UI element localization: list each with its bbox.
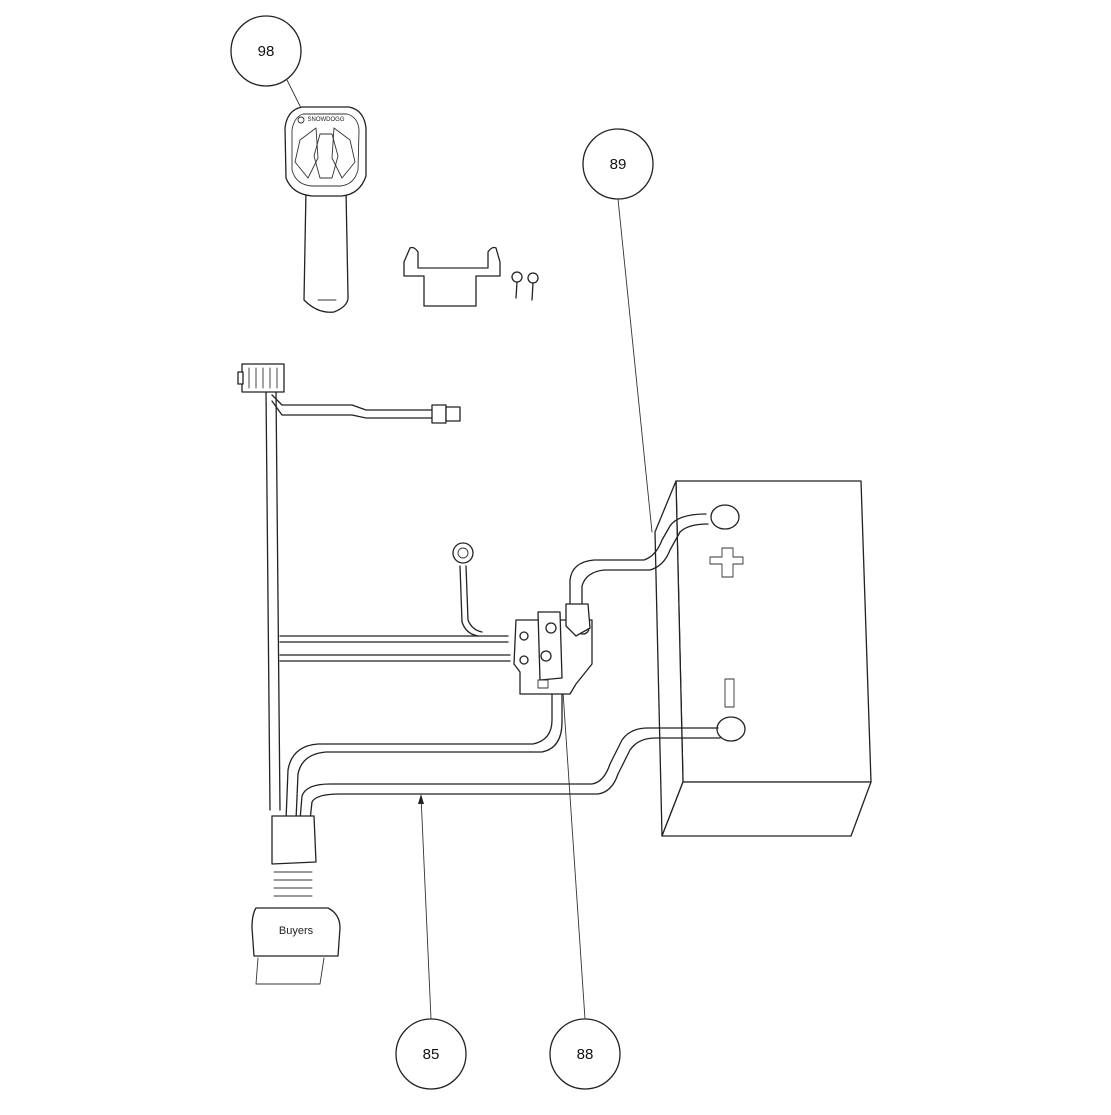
ring-hole (457, 547, 469, 559)
ground-lead-b (465, 565, 483, 633)
harness-cables (265, 389, 721, 821)
handheld-controller: SNOWDOGG (284, 106, 367, 313)
harness-wire-left (265, 389, 271, 811)
controller-brand: SNOWDOGG (308, 117, 345, 123)
harness-connector (237, 363, 285, 393)
callout-98-label: 98 (258, 43, 275, 60)
positive-symbol (709, 547, 744, 578)
solenoid-post-5 (540, 650, 552, 662)
solenoid-post-3 (519, 631, 529, 641)
battery-top (675, 480, 872, 783)
positive-cable-b (581, 523, 709, 621)
callout-89-label: 89 (610, 156, 627, 173)
harness-wire-right (275, 389, 281, 811)
callout-85-label: 85 (423, 1046, 440, 1063)
solenoid-post-4 (519, 655, 529, 665)
screw-1-head (511, 271, 523, 283)
button-center (313, 133, 339, 179)
connector-latch (237, 371, 244, 385)
bracket-body (403, 246, 501, 307)
button-right (331, 127, 356, 179)
pigtail-plug (431, 404, 461, 424)
solenoid (513, 603, 593, 695)
pigtail-wire-1 (271, 394, 433, 411)
mounting-screws (511, 271, 539, 301)
callout-85: 85 (395, 1018, 467, 1090)
battery-cables (569, 513, 709, 621)
plug-brand: Buyers (279, 925, 314, 937)
leader-98 (286, 79, 302, 109)
negative-symbol (724, 678, 735, 708)
negative-terminal (716, 716, 746, 742)
screw-2-head (527, 272, 539, 284)
screw-1-shank (515, 281, 518, 299)
callout-98: 98 (230, 15, 302, 87)
plug-strain-relief (273, 871, 313, 897)
harness-cable-2a (299, 727, 719, 821)
indicator-led (297, 116, 305, 124)
battery (654, 480, 872, 837)
leader-85-arrow (418, 794, 424, 804)
positive-cable-a (569, 513, 707, 621)
harness-cable-2b (309, 737, 721, 821)
solenoid-cap (537, 611, 563, 681)
plug-housing (251, 907, 341, 957)
leader-85 (420, 795, 432, 1020)
plug-sleeve (271, 815, 317, 865)
pigtail-plug-body (431, 404, 447, 424)
solenoid-post-1 (545, 622, 557, 634)
ring-terminal (452, 542, 474, 564)
plug-face (255, 957, 325, 985)
callout-89: 89 (582, 128, 654, 200)
pigtail-plug-tip (445, 406, 461, 422)
controller-bezel (291, 113, 360, 187)
button-left (294, 127, 319, 179)
screw-2-shank (531, 282, 534, 301)
pigtail-wire-2 (271, 400, 433, 419)
ground-lead-a (459, 565, 479, 637)
solenoid-tab (537, 679, 549, 689)
vehicle-plug: Buyers (251, 815, 341, 985)
leader-89 (617, 198, 653, 533)
harness-cable-1b (295, 689, 563, 821)
callout-88-label: 88 (577, 1046, 594, 1063)
controller-grip (303, 189, 349, 313)
battery-front (661, 781, 872, 837)
cable-boot (565, 603, 591, 637)
leader-88 (562, 691, 586, 1020)
harness-cable-1a (285, 689, 553, 821)
ring-outer (452, 542, 474, 564)
positive-terminal (710, 504, 740, 530)
mounting-bracket (403, 246, 501, 307)
callout-88: 88 (549, 1018, 621, 1090)
